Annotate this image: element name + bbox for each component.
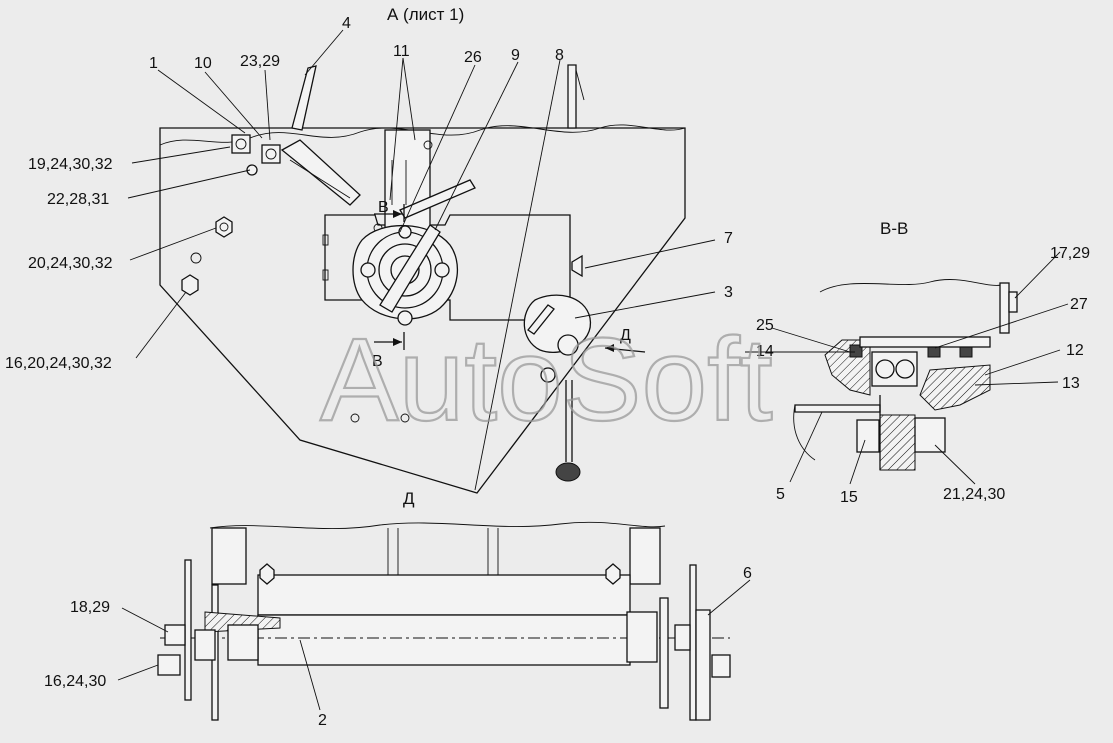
callout-13: 13	[1062, 375, 1080, 392]
section-break-line	[819, 279, 1003, 293]
seal-25	[849, 344, 863, 358]
callout-22-28-31: 22,28,31	[47, 191, 109, 208]
bolt-15	[856, 419, 880, 453]
bolt-right	[711, 654, 731, 678]
callout-25: 25	[756, 317, 774, 334]
callout-12: 12	[1066, 342, 1084, 359]
callout-4: 4	[342, 15, 351, 32]
section-bolt-17	[1008, 291, 1018, 313]
section-mark-top: В	[378, 199, 389, 216]
callout-23-29: 23,29	[240, 53, 280, 70]
callout-9: 9	[511, 47, 520, 64]
view-title-d: Д	[403, 489, 415, 508]
callout-3: 3	[724, 284, 733, 301]
callout-17-29: 17,29	[1050, 245, 1090, 262]
callout-20-24-30-32: 20,24,30,32	[28, 255, 113, 272]
bolt-22	[261, 144, 281, 164]
flange-bearing	[352, 224, 459, 326]
callout-18-29: 18,29	[70, 599, 110, 616]
knob-7	[571, 254, 583, 278]
handle-3	[523, 294, 592, 482]
callout-27: 27	[1070, 296, 1088, 313]
lever-4	[291, 65, 317, 131]
section-mark-bottom: В	[372, 353, 383, 370]
callout-15: 15	[840, 489, 858, 506]
callout-16-24-30: 16,24,30	[44, 673, 106, 690]
flap-plate	[280, 139, 361, 206]
callout-26: 26	[464, 49, 482, 66]
callout-2: 2	[318, 712, 327, 729]
roller-2	[257, 614, 631, 666]
view-d: Д 18,29	[44, 489, 752, 729]
bolt-18	[164, 624, 186, 646]
callout-5: 5	[776, 486, 785, 503]
callout-7: 7	[724, 230, 733, 247]
callout-11: 11	[393, 43, 410, 60]
nut-20	[215, 216, 233, 238]
nut-16	[181, 274, 199, 296]
bolt-19	[231, 134, 251, 154]
housing-hatched	[824, 339, 871, 396]
callout-14: 14	[756, 343, 774, 360]
rod-9	[399, 179, 476, 219]
section-bb: В-В 17,29 27	[745, 219, 1090, 506]
bolt-16	[157, 654, 181, 676]
callout-19-24-30-32: 19,24,30,32	[28, 156, 113, 173]
callout-21-24-30: 21,24,30	[943, 486, 1005, 503]
callout-1: 1	[149, 55, 158, 72]
view-title-a: А (лист 1)	[387, 5, 464, 24]
callout-8: 8	[555, 47, 564, 64]
section-title-bb: В-В	[880, 219, 908, 238]
plate-5	[794, 404, 881, 413]
view-arrow-label: Д	[620, 327, 631, 344]
watermark-logo: AutoSoft	[320, 314, 773, 446]
callout-16-20-24-30-32: 16,20,24,30,32	[5, 355, 112, 372]
section-plate	[999, 282, 1010, 334]
callout-6: 6	[743, 565, 752, 582]
nut-21	[914, 417, 946, 453]
main-view-a: В В Д А (лист 1) 1 10 23,29 4 11 26 9 8	[5, 5, 733, 494]
lever-8	[567, 64, 577, 129]
nut-22	[246, 164, 258, 176]
roller-2-upper	[257, 574, 631, 616]
callout-10: 10	[194, 55, 212, 72]
